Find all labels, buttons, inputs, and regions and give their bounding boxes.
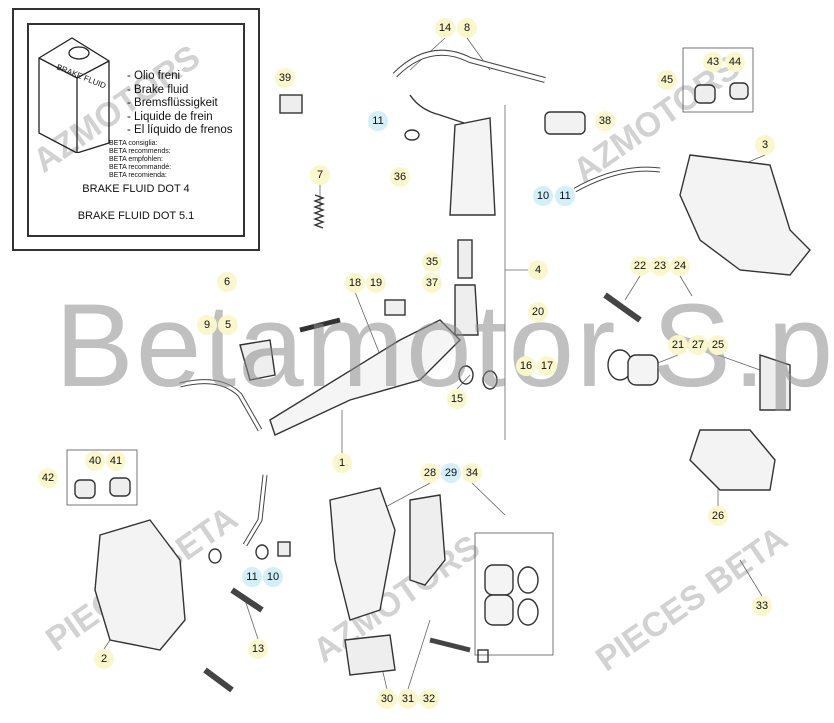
spec-dot4: BRAKE FLUID DOT 4	[82, 183, 190, 195]
callout-3[interactable]: 3	[755, 135, 775, 155]
callout-25[interactable]: 25	[708, 335, 728, 355]
callout-36[interactable]: 36	[390, 167, 410, 187]
fluid-language-list: - Olio freni - Brake fluid - Bremsflüssi…	[127, 70, 232, 138]
callout-43[interactable]: 43	[703, 52, 723, 72]
callout-30[interactable]: 30	[377, 689, 397, 709]
callout-23[interactable]: 23	[650, 256, 670, 276]
language-item: - Bremsflüssigkeit	[127, 97, 218, 109]
callout-27[interactable]: 27	[688, 335, 708, 355]
callout-22[interactable]: 22	[630, 256, 650, 276]
callout-1[interactable]: 1	[332, 453, 352, 473]
brake-fluid-can-icon	[38, 37, 110, 153]
callout-10[interactable]: 10	[263, 567, 283, 587]
callout-40[interactable]: 40	[85, 451, 105, 471]
callout-8[interactable]: 8	[457, 18, 477, 38]
spec-dot51: BRAKE FLUID DOT 5.1	[77, 210, 195, 222]
callout-34[interactable]: 34	[462, 463, 482, 483]
callout-11[interactable]: 11	[242, 567, 262, 587]
callout-17[interactable]: 17	[537, 356, 557, 376]
callout-39[interactable]: 39	[275, 68, 295, 88]
callout-26[interactable]: 26	[708, 506, 728, 526]
callout-5[interactable]: 5	[218, 315, 238, 335]
callout-11[interactable]: 11	[555, 186, 575, 206]
language-item: - Brake fluid	[127, 83, 189, 96]
callout-21[interactable]: 21	[668, 335, 688, 355]
callout-29[interactable]: 29	[441, 463, 461, 483]
callout-19[interactable]: 19	[366, 273, 386, 293]
callout-4[interactable]: 4	[528, 260, 548, 280]
callout-10[interactable]: 10	[533, 186, 553, 206]
recommends-item: BETA consiglia:	[109, 140, 158, 147]
recommends-item: BETA recommends:	[109, 148, 171, 155]
leader-lines	[103, 37, 766, 690]
language-item: - Liquide de frein	[127, 110, 213, 123]
callout-41[interactable]: 41	[106, 451, 126, 471]
callout-33[interactable]: 33	[752, 596, 772, 616]
callout-35[interactable]: 35	[422, 252, 442, 272]
recommends-item: BETA empfohlen:	[109, 156, 163, 163]
callout-20[interactable]: 20	[528, 302, 548, 322]
recommends-item: BETA recommandé:	[109, 164, 172, 171]
callout-44[interactable]: 44	[725, 52, 745, 72]
callout-28[interactable]: 28	[420, 463, 440, 483]
callout-38[interactable]: 38	[595, 111, 615, 131]
callout-14[interactable]: 14	[435, 18, 455, 38]
callout-24[interactable]: 24	[670, 256, 690, 276]
callout-9[interactable]: 9	[197, 315, 217, 335]
callout-31[interactable]: 31	[398, 689, 418, 709]
callout-11[interactable]: 11	[368, 111, 388, 131]
callout-7[interactable]: 7	[310, 165, 330, 185]
callout-15[interactable]: 15	[447, 389, 467, 409]
callout-6[interactable]: 6	[217, 272, 237, 292]
callout-42[interactable]: 42	[38, 468, 58, 488]
callout-32[interactable]: 32	[419, 689, 439, 709]
callout-18[interactable]: 18	[345, 273, 365, 293]
callout-45[interactable]: 45	[657, 70, 677, 90]
recommends-list: BETA consiglia: BETA recommends: BETA em…	[109, 140, 171, 180]
callout-13[interactable]: 13	[248, 639, 268, 659]
language-item: - Olio freni	[127, 70, 181, 82]
language-item: - El líquido de frenos	[127, 124, 233, 136]
callout-16[interactable]: 16	[516, 356, 536, 376]
callout-2[interactable]: 2	[94, 649, 114, 669]
recommends-item: BETA recomienda:	[109, 172, 167, 179]
callout-37[interactable]: 37	[422, 273, 442, 293]
brake-fluid-info-box: BRAKE FLUID - Olio freni - Brake fluid -…	[12, 8, 260, 251]
